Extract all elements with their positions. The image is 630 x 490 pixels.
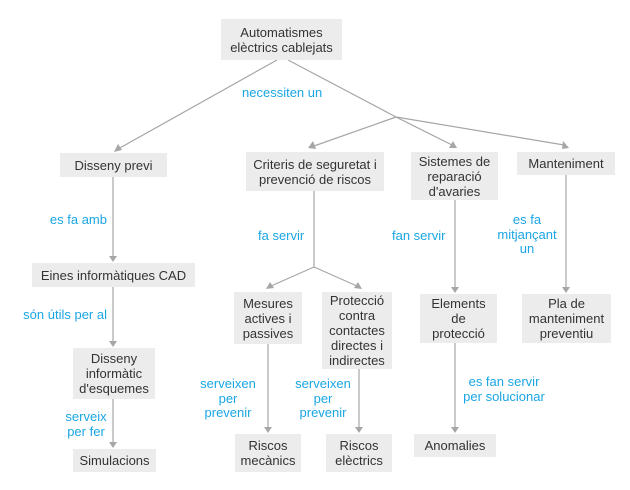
arrowhead-icon [266,282,274,289]
link-es-fan-servir-per-solucionar: es fan servir per solucionar [463,374,545,404]
arrowhead-icon [109,256,117,262]
edge-root-junction [287,59,397,118]
link-fa-servir: fa servir [258,228,305,243]
edge-junction-manteniment [395,116,565,146]
node-anomalies[interactable]: Anomalies [414,434,496,457]
node-manteniment[interactable]: Manteniment [517,152,615,175]
arrowhead-icon [109,442,117,448]
link-es-fa-mitjancant-un: es fa mitjançant un [497,212,557,256]
link-son-utils-per-al: són útils per al [23,307,107,322]
node-mesures-actives-passives[interactable]: Mesures actives i passives [234,292,302,344]
node-simulacions[interactable]: Simulacions [73,449,156,472]
node-pla-manteniment-preventiu[interactable]: Pla de manteniment preventiu [522,294,611,343]
node-proteccio-contactes[interactable]: Protecció contra contactes directes i in… [322,292,392,369]
arrowhead-icon [355,427,363,433]
node-sistemes-reparacio[interactable]: Sistemes de reparació d'avaries [411,152,498,200]
arrowhead-icon [451,287,459,293]
edge-junction-sistemes [395,116,453,146]
link-serveixen-per-prevenir-2: serveixen per prevenir [295,376,351,420]
arrowhead-icon [562,287,570,293]
node-disseny-informatic-esquemes[interactable]: Disseny informàtic d'esquemes [73,348,155,399]
arrowhead-icon [562,141,569,149]
link-serveix-per-fer: serveix per fer [65,409,107,439]
edge-junction-criteris [313,116,397,147]
edge-junction-proteccio [313,266,358,287]
node-riscos-electrics[interactable]: Riscos elèctrics [326,434,392,472]
link-es-fa-amb: es fa amb [49,212,107,227]
arrowhead-icon [451,427,459,433]
node-criteris-seguretat[interactable]: Criteris de seguretat i prevenció de ris… [246,152,384,191]
link-fan-servir: fan servir [392,228,446,243]
node-riscos-mecanics[interactable]: Riscos mecànics [235,434,301,472]
edge-junction-mesures [270,266,315,287]
arrowhead-icon [264,427,272,433]
edge-root-disseny-previ [117,59,278,150]
node-eines-informatiques-cad[interactable]: Eines informàtiques CAD [32,263,195,287]
node-elements-proteccio[interactable]: Elements de protecció [420,294,497,343]
node-disseny-previ[interactable]: Disseny previ [60,153,167,177]
arrowhead-icon [354,282,362,289]
arrowhead-icon [114,144,122,152]
link-necessiten-un: necessiten un [242,85,323,100]
arrowhead-icon [109,341,117,347]
arrowhead-icon [449,141,457,148]
arrowhead-icon [308,141,316,149]
link-serveixen-per-prevenir-1: serveixen per prevenir [200,376,256,420]
node-automatismes-electrics-cablejats[interactable]: Automatismes elèctrics cablejats [221,19,342,60]
